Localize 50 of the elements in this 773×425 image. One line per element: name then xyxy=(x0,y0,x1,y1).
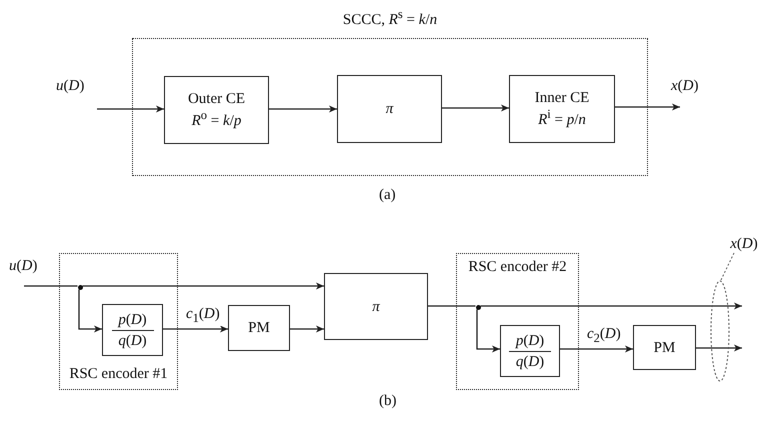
block-box xyxy=(102,304,163,356)
edge-label: u(D) xyxy=(55,78,86,94)
junction-dot xyxy=(78,284,82,290)
arrow xyxy=(78,290,102,332)
arrow xyxy=(696,344,742,352)
edge-label: u(D) xyxy=(8,258,38,274)
arrow xyxy=(480,302,742,310)
block-label: π xyxy=(372,298,380,316)
edge-label: c$_{1}$(D) xyxy=(185,306,221,326)
arrow xyxy=(269,106,337,112)
denominator: q(D) xyxy=(118,332,147,350)
block-label: PM xyxy=(654,338,676,356)
diagram-heading: SCCC, R$^{s}$ = k/n xyxy=(342,7,438,29)
subfigure-label: (a) xyxy=(379,187,396,204)
signal-label: x(D) xyxy=(722,235,766,253)
dashed-group-box xyxy=(59,253,178,390)
signal-line xyxy=(24,285,78,287)
arrow xyxy=(163,326,228,332)
block-box xyxy=(500,325,560,377)
arrow xyxy=(290,326,324,332)
block-label: PM xyxy=(248,319,270,337)
rate-formula: R$^{i}$ = p/n xyxy=(538,107,586,129)
block-label: π xyxy=(386,100,394,118)
arrow xyxy=(442,104,509,112)
rate-formula: R$^{o}$ = k/p xyxy=(192,108,242,130)
block-box xyxy=(633,325,696,370)
block-box xyxy=(337,75,442,143)
arrow xyxy=(82,282,324,290)
arrow xyxy=(615,104,680,110)
denominator: q(D) xyxy=(516,352,544,370)
numerator: p(D) xyxy=(118,310,147,328)
block-label: Outer CE xyxy=(188,90,246,108)
block-box xyxy=(509,75,615,143)
signal-line xyxy=(428,305,476,307)
block-box xyxy=(324,273,428,340)
edge-label: x(D) xyxy=(670,78,700,94)
dashed-group-box xyxy=(456,253,579,390)
block-box xyxy=(228,305,290,351)
arrow xyxy=(560,346,633,352)
block-label: Inner CE xyxy=(534,89,590,107)
leader-line xyxy=(720,252,734,280)
junction-dot xyxy=(476,304,480,310)
arrow xyxy=(476,310,500,352)
dashed-ellipse xyxy=(710,280,730,382)
block-box xyxy=(164,76,269,144)
arrow xyxy=(97,106,164,112)
group-label: RSC encoder #1 xyxy=(69,366,168,383)
subfigure-label: (b) xyxy=(379,393,396,410)
group-label: RSC encoder #2 xyxy=(468,259,567,276)
numerator: p(D) xyxy=(516,332,544,350)
